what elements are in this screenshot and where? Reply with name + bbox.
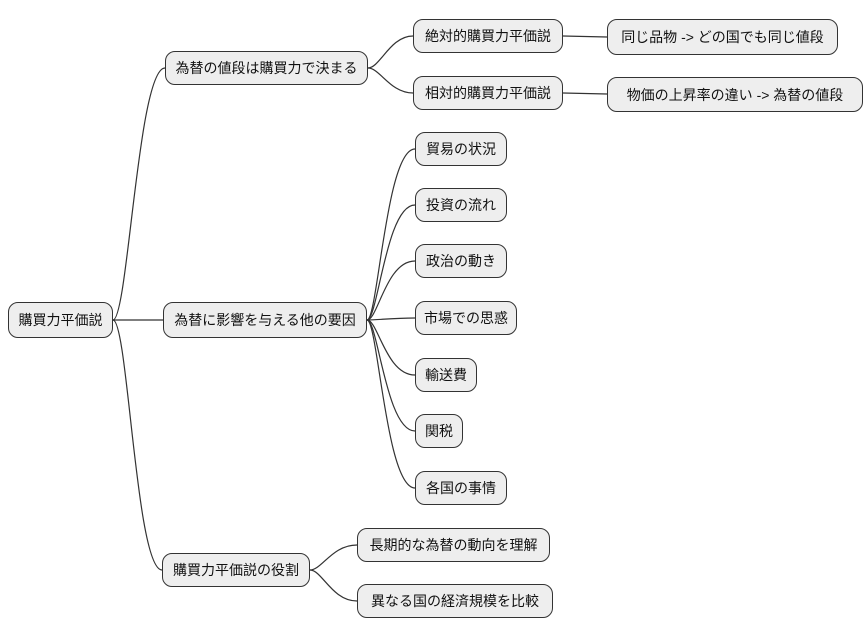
edge-branch2-child7	[366, 319, 416, 489]
edge-child2-grandchild2	[562, 92, 608, 95]
mindmap-node-branch3: 購買力平価説の役割	[162, 553, 310, 587]
mindmap-node-root: 購買力平価説	[8, 302, 113, 338]
edge-branch2-child2	[366, 204, 416, 321]
edge-root-branch1	[112, 67, 166, 321]
mindmap-node-branch1: 為替の値段は購買力で決まる	[165, 51, 368, 85]
mindmap-node-trade: 貿易の状況	[415, 132, 507, 166]
mindmap-node-country-circumstances: 各国の事情	[415, 471, 507, 505]
mindmap-node-absolute-ppp-detail: 同じ品物 -> どの国でも同じ値段	[607, 19, 838, 55]
mindmap-node-compare-economies: 異なる国の経済規模を比較	[357, 584, 553, 618]
mindmap-node-relative-ppp: 相対的購買力平価説	[413, 76, 563, 110]
mindmap-node-politics: 政治の動き	[415, 244, 507, 278]
mindmap-node-relative-ppp-detail: 物価の上昇率の違い -> 為替の値段	[607, 77, 863, 112]
mindmap-node-investment: 投資の流れ	[415, 188, 507, 222]
edge-branch2-child1	[366, 148, 416, 321]
edge-branch1-child1	[367, 35, 414, 69]
mindmap-node-tariff: 関税	[415, 414, 463, 448]
mindmap-node-branch2: 為替に影響を与える他の要因	[163, 302, 367, 338]
edge-branch3-child1	[309, 544, 358, 571]
edge-root-branch3	[112, 319, 163, 571]
mindmap-node-longterm-trend: 長期的な為替の動向を理解	[357, 528, 550, 562]
edge-branch2-child5	[366, 319, 416, 376]
edge-branch2-child6	[366, 319, 416, 432]
mindmap-node-absolute-ppp: 絶対的購買力平価説	[413, 19, 563, 53]
edge-branch2-child3	[366, 260, 416, 321]
edge-child1-grandchild1	[562, 35, 608, 38]
edge-branch3-child2	[309, 569, 358, 602]
edge-branch2-child4	[366, 317, 416, 321]
edge-branch1-child2	[367, 67, 414, 94]
mindmap-node-shipping-cost: 輸送費	[415, 358, 477, 392]
mindmap-node-market-speculation: 市場での思惑	[415, 301, 517, 335]
